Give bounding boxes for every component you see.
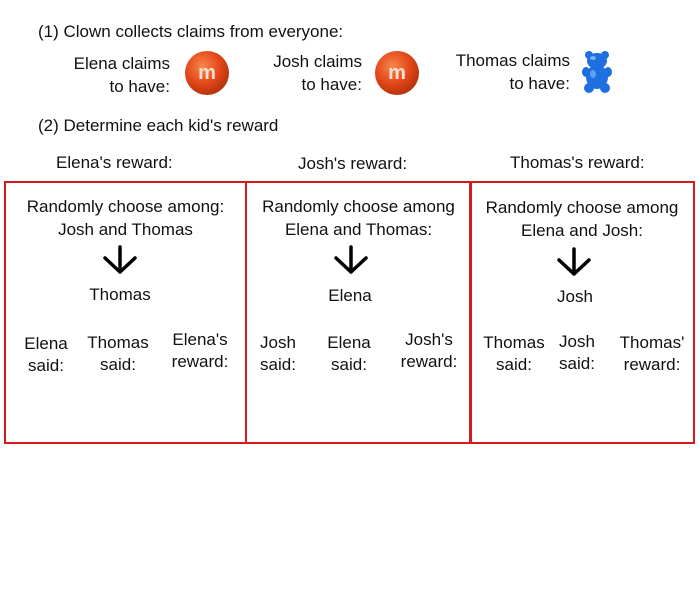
col3-line1: Elena's [172,330,228,349]
col2-line1: Josh [559,332,595,351]
chosen-elena: Thomas [89,285,151,304]
down-arrow-icon [556,247,592,277]
col1-line2: said: [28,356,64,375]
step-2-heading: (2) Determine each kid's reward [38,116,279,135]
claim-thomas: Thomas claims to have: [430,49,570,95]
col2-line2: said: [331,355,367,374]
col1-line2: said: [260,355,296,374]
col3-line1: Josh's [405,330,453,349]
claim-josh: Josh claims to have: [232,50,362,96]
choose-line2: Elena and Thomas: [284,220,433,239]
chosen-thomas: Josh [557,287,593,306]
col1-line1: Elena [24,334,68,353]
col3-line1: Thomas' [619,333,685,352]
choose-text-thomas: Randomly choose among Elena and Josh: [471,196,693,242]
claim-thomas-line2: to have: [509,74,571,93]
col2-line2: said: [100,355,136,374]
col2-thomas: Josh said: [548,331,606,375]
reward-title-thomas: Thomas's reward: [510,153,645,172]
col2-line2: said: [559,354,595,373]
reward-panel-josh [245,181,472,444]
claim-josh-line1: Josh claims [273,52,362,71]
choose-line2: Elena and Josh: [521,221,643,240]
col3-josh: Josh's reward: [393,329,465,373]
m-and-m-candy-icon: m [374,50,420,101]
choose-line2: Josh and Thomas [58,220,193,239]
chosen-josh: Elena [328,286,372,305]
claim-elena: Elena claims to have: [40,52,170,98]
col1-elena: Elena said: [14,333,78,377]
col1-line1: Thomas [483,333,545,352]
col2-josh: Elena said: [316,332,382,376]
choose-line1: Randomly choose among [485,198,679,217]
col1-thomas: Thomas said: [476,332,552,376]
reward-title-josh: Josh's reward: [298,154,408,173]
step-1-heading: (1) Clown collects claims from everyone: [38,22,344,41]
col3-elena: Elena's reward: [164,329,236,373]
col2-elena: Thomas said: [80,332,156,376]
claim-thomas-line1: Thomas claims [455,51,570,70]
choose-line1: Randomly choose among [262,197,455,216]
choose-line1: Randomly choose among: [26,197,225,216]
reward-panel-thomas [469,181,695,444]
candy-mark-1: m [198,62,216,84]
candy-mark-2: m [388,62,406,84]
reward-title-elena: Elena's reward: [56,153,173,172]
col2-line1: Thomas [87,333,149,352]
claim-elena-line1: Elena claims [73,54,170,73]
claim-elena-line2: to have: [109,77,171,96]
col3-line2: reward: [171,352,229,371]
choose-text-josh: Randomly choose among Elena and Thomas: [247,195,470,241]
down-arrow-icon [333,245,369,275]
col1-line2: said: [496,355,532,374]
m-and-m-candy-icon: m [184,50,230,101]
col1-line1: Josh [260,333,296,352]
col2-line1: Elena [327,333,371,352]
col3-thomas: Thomas' reward: [612,332,692,376]
col3-line2: reward: [400,352,458,371]
claim-josh-line2: to have: [301,75,363,94]
col3-line2: reward: [623,355,681,374]
gummy-bear-icon [581,50,613,99]
choose-text-elena: Randomly choose among: Josh and Thomas [6,195,245,241]
col1-josh: Josh said: [250,332,306,376]
down-arrow-icon [102,245,138,275]
